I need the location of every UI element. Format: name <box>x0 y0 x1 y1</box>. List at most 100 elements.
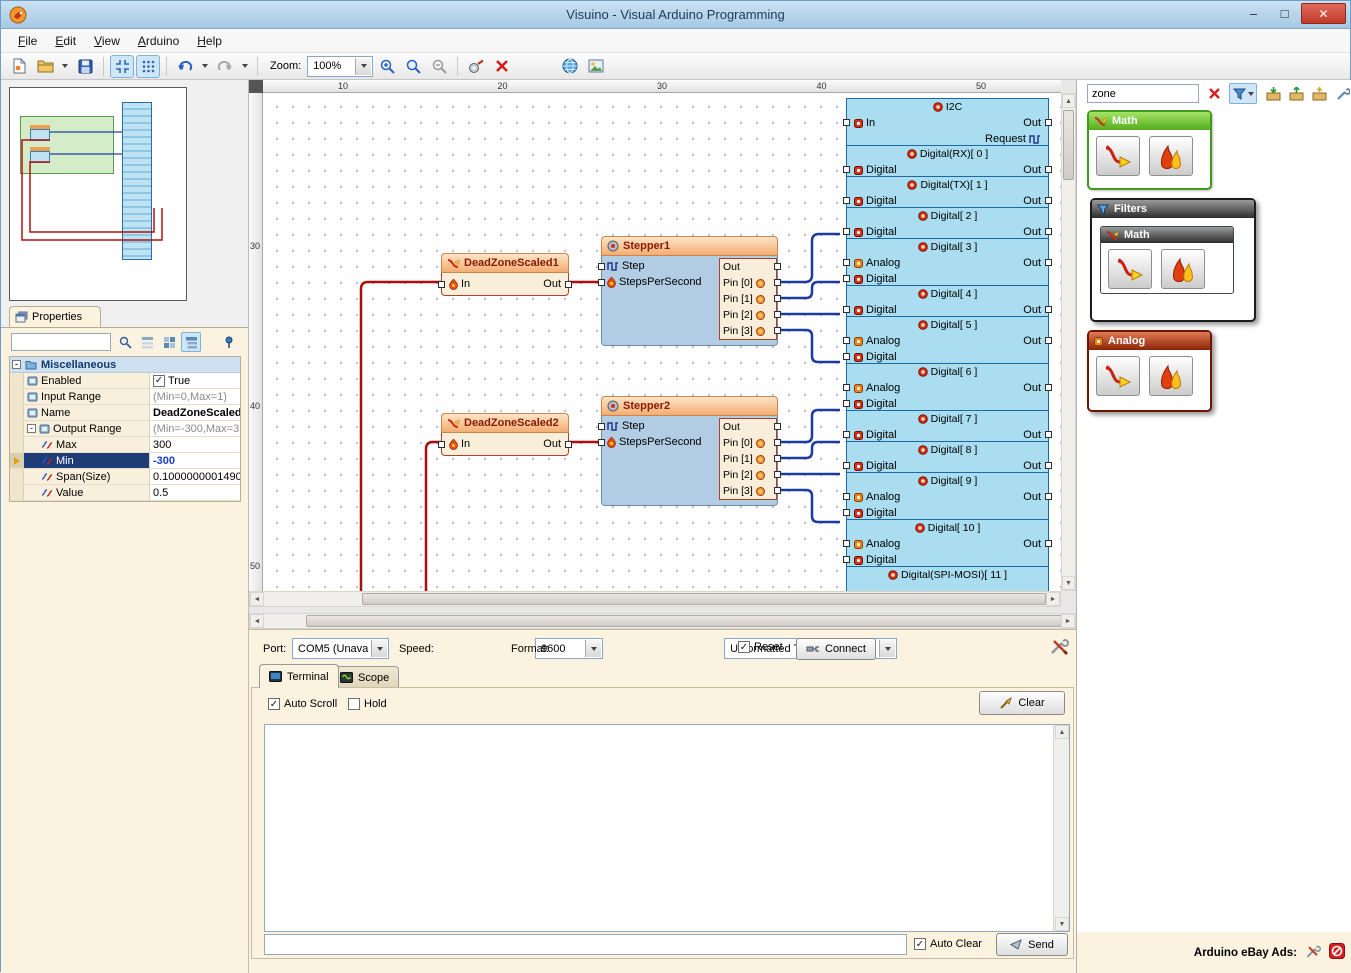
canvas-vertical-scrollbar[interactable]: ▲ ▼ <box>1061 93 1076 591</box>
channel-digital-4[interactable]: Digital[ 4 ]DigitalOut <box>846 285 1049 317</box>
property-name[interactable]: Max <box>24 437 150 452</box>
palette-subcategory-math[interactable]: Math <box>1100 226 1234 294</box>
package-add-icon[interactable] <box>1309 83 1331 104</box>
channel-digital-tx-1[interactable]: Digital(TX)[ 1 ]DigitalOut <box>846 176 1049 208</box>
property-search-icon[interactable] <box>115 332 135 352</box>
snap-to-grid-toggle[interactable] <box>110 55 134 78</box>
output-connector[interactable] <box>1045 540 1052 547</box>
menu-file[interactable]: File <box>9 30 46 52</box>
subcategory-header[interactable]: Math <box>1101 227 1233 243</box>
pin-digital[interactable]: Digital <box>854 304 897 316</box>
pin-in[interactable]: In <box>854 117 875 129</box>
property-name[interactable]: Min <box>24 453 150 468</box>
pin-out[interactable]: Out <box>1023 195 1041 207</box>
property-name[interactable]: Span(Size) <box>24 469 150 484</box>
palette-category-math[interactable]: Math <box>1087 110 1212 190</box>
palette-settings-icon[interactable] <box>1332 83 1351 104</box>
pin-out[interactable]: Out <box>1023 491 1041 503</box>
terminal-scrollbar[interactable]: ▲ ▼ <box>1053 725 1069 931</box>
pin-analog[interactable]: Analog <box>854 382 900 394</box>
pin-digital[interactable]: Digital <box>854 226 897 238</box>
input-connector[interactable] <box>843 306 850 313</box>
input-connector[interactable] <box>843 384 850 391</box>
ads-settings-icon[interactable] <box>1305 944 1321 960</box>
input-connector[interactable] <box>843 400 850 407</box>
pin-analog[interactable]: Analog <box>854 491 900 503</box>
property-value[interactable]: ✓True <box>150 373 240 388</box>
output-connector[interactable] <box>1045 462 1052 469</box>
category-header[interactable]: Math <box>1089 112 1210 130</box>
palette-category-filters[interactable]: Filters Math <box>1090 198 1256 322</box>
auto-scroll-checkbox[interactable]: ✓Auto Scroll <box>268 698 337 710</box>
output-connector[interactable] <box>1045 306 1052 313</box>
channel-i2c[interactable]: I2CInOutRequest <box>846 98 1049 146</box>
category-header[interactable]: Filters <box>1092 200 1254 218</box>
view-grid-icon[interactable] <box>159 332 179 352</box>
save-button[interactable] <box>73 55 97 78</box>
property-value[interactable]: (Min=0,Max=1) <box>150 389 240 404</box>
output-connector[interactable] <box>1045 384 1052 391</box>
pin-request[interactable]: Request <box>985 133 1041 145</box>
input-connector[interactable] <box>843 337 850 344</box>
pin-out[interactable]: Out <box>1023 304 1041 316</box>
tab-properties[interactable]: Properties <box>9 306 101 327</box>
pin-analog[interactable]: Analog <box>854 257 900 269</box>
property-name[interactable]: Enabled <box>24 373 150 388</box>
package-export-icon[interactable] <box>1286 83 1308 104</box>
send-input[interactable] <box>264 934 907 955</box>
clear-search-icon[interactable] <box>1203 83 1225 104</box>
property-name[interactable]: Name <box>24 405 150 420</box>
property-value[interactable]: -300 <box>150 453 240 468</box>
input-connector[interactable] <box>843 259 850 266</box>
channel-digital-3[interactable]: Digital[ 3 ]AnalogOutDigital <box>846 238 1049 286</box>
property-name[interactable]: Value <box>24 485 150 500</box>
property-category[interactable]: - Miscellaneous <box>10 357 240 373</box>
maximize-button[interactable]: □ <box>1270 3 1299 24</box>
output-connector[interactable] <box>1045 228 1052 235</box>
show-grid-toggle[interactable] <box>136 55 160 78</box>
pin-digital[interactable]: Digital <box>854 398 897 410</box>
channel-digital-7[interactable]: Digital[ 7 ]DigitalOut <box>846 410 1049 442</box>
connect-button[interactable]: Connect <box>796 638 876 660</box>
menu-edit[interactable]: Edit <box>46 30 85 52</box>
pin-out[interactable]: Out <box>1023 429 1041 441</box>
tab-scope[interactable]: Scope <box>330 666 399 688</box>
component-search-input[interactable] <box>1087 84 1199 103</box>
package-install-icon[interactable] <box>1263 83 1285 104</box>
sort-alphabetical-icon[interactable] <box>137 332 157 352</box>
delete-button[interactable] <box>490 55 514 78</box>
component-dead-zone-unscaled[interactable] <box>1108 249 1152 289</box>
category-header[interactable]: Analog <box>1089 332 1210 350</box>
component-dead-zone-scaled[interactable] <box>1161 249 1205 289</box>
property-value[interactable]: 0.10000000014901... <box>150 469 240 484</box>
open-button[interactable] <box>33 55 57 78</box>
component-dead-zone-scaled[interactable] <box>1149 356 1193 396</box>
diagram-canvas[interactable]: DeadZoneScaled1 In Out Stepper1 StepStep… <box>263 93 1061 591</box>
output-connector[interactable] <box>1045 493 1052 500</box>
component-dead-zone-unscaled[interactable] <box>1096 136 1140 176</box>
input-connector[interactable] <box>843 275 850 282</box>
channel-digital-2[interactable]: Digital[ 2 ]DigitalOut <box>846 207 1049 239</box>
output-connector[interactable] <box>1045 431 1052 438</box>
input-connector[interactable] <box>843 228 850 235</box>
output-connector[interactable] <box>1045 166 1052 173</box>
pin-out[interactable]: Out <box>1023 226 1041 238</box>
new-sketch-button[interactable] <box>7 55 31 78</box>
zoom-select[interactable]: 100% <box>307 56 373 77</box>
filter-icon[interactable] <box>1229 83 1257 104</box>
build-button[interactable] <box>464 55 488 78</box>
output-connector[interactable] <box>1045 337 1052 344</box>
canvas-horizontal-scrollbar[interactable]: ◄ ► <box>249 591 1061 607</box>
input-connector[interactable] <box>843 431 850 438</box>
pin-out[interactable]: Out <box>1023 335 1041 347</box>
close-button[interactable]: ✕ <box>1301 3 1346 24</box>
property-value[interactable]: DeadZoneScaled1 <box>150 405 240 420</box>
scrollbar-thumb[interactable] <box>1063 110 1074 180</box>
input-connector[interactable] <box>843 493 850 500</box>
property-filter-input[interactable] <box>11 333 111 351</box>
output-connector[interactable] <box>1045 259 1052 266</box>
pin-digital[interactable]: Digital <box>854 164 897 176</box>
pin-out[interactable]: Out <box>1023 538 1041 550</box>
property-value[interactable]: 300 <box>150 437 240 452</box>
zoom-in-button[interactable] <box>375 55 399 78</box>
